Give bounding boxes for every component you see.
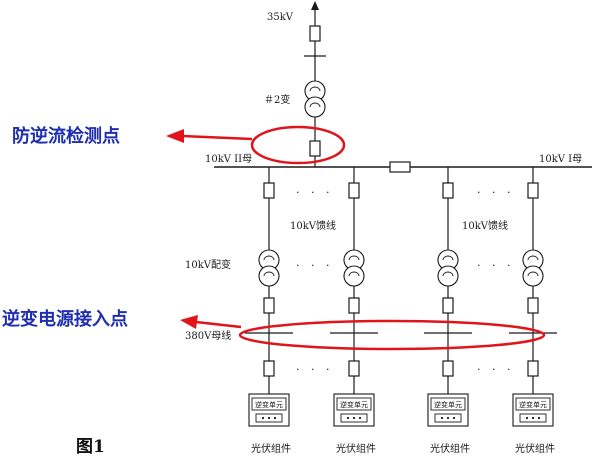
label-feeder-right: 10kV馈线: [462, 219, 508, 232]
label-bus-380v: 380V母线: [185, 329, 231, 342]
fuse-10kv-main: [309, 140, 321, 157]
inverter-fuse: [442, 360, 454, 377]
figure-caption: 图1: [76, 437, 105, 457]
label-dist-transformer: 10kV配变: [185, 258, 231, 271]
inverter-indicator-dot: [531, 416, 535, 420]
label-bus-10kv-ii: 10kV II母: [205, 153, 252, 165]
inverter-unit: 逆变单元: [512, 393, 554, 427]
bus-tie-breaker: [389, 161, 411, 173]
inverter-indicator-dot: [267, 416, 271, 420]
inverter-unit-label: 逆变单元: [519, 400, 547, 409]
ellipsis-left-inverter: · · ·: [296, 363, 333, 376]
ellipsis-right-transformer: · · ·: [477, 259, 514, 272]
ellipsis-right-inverter: · · ·: [477, 363, 514, 376]
feeder-fuse: [263, 182, 275, 199]
label-bus-10kv-i: 10kV I母: [539, 153, 582, 165]
inverter-unit-label: 逆变单元: [340, 400, 368, 409]
inverter-indicator-dot: [525, 416, 529, 420]
arrow-left-icon: [180, 315, 198, 329]
inverter-fuse: [348, 360, 360, 377]
inverter-unit: 逆变单元: [248, 393, 290, 427]
ellipsis-left-feeder: · · ·: [296, 186, 333, 199]
lv-fuse: [263, 297, 275, 314]
inverter-indicator-dot: [261, 416, 265, 420]
lv-fuse: [348, 297, 360, 314]
inverter-indicator-dot: [352, 416, 356, 420]
inverter-fuse: [263, 360, 275, 377]
distribution-transformer-icon: [258, 249, 280, 287]
pv-module-label: 光伏组件: [430, 442, 470, 455]
anti-reverse-highlight-ellipse: [250, 125, 346, 165]
inverter-indicator-dot: [452, 416, 456, 420]
inverter-indicator-dot: [440, 416, 444, 420]
inverter-indicator-dot: [358, 416, 362, 420]
bus-10kv: [214, 161, 592, 173]
pv-module-label: 光伏组件: [336, 442, 376, 455]
label-transformer-2: ＃2变: [264, 93, 290, 106]
feeder-fuse: [527, 182, 539, 199]
inverter-unit-label: 逆变单元: [255, 400, 283, 409]
inverter-indicator-dot: [446, 416, 450, 420]
inverter-unit: 逆变单元: [427, 393, 469, 427]
distribution-transformer-icon: [522, 249, 544, 287]
inverter-indicator-dot: [537, 416, 541, 420]
incoming-35kv-line: [304, 1, 326, 167]
inverter-fuse: [527, 360, 539, 377]
transformer-2-icon: [304, 80, 326, 118]
pv-module-label: 光伏组件: [251, 442, 291, 455]
arrow-up-icon: [311, 1, 319, 10]
callout-anti-reverse-point: 防逆流检测点: [12, 125, 120, 147]
feeder-fuse: [348, 182, 360, 199]
callout-inverter-access-point: 逆变电源接入点: [2, 308, 128, 330]
inverter-unit: 逆变单元: [333, 393, 375, 427]
lv-fuse: [527, 297, 539, 314]
distribution-transformer-icon: [343, 249, 365, 287]
distribution-transformer-icon: [437, 249, 459, 287]
ellipsis-left-transformer: · · ·: [296, 259, 333, 272]
fuse-35kv: [309, 25, 321, 42]
label-35kv: 35kV: [267, 12, 294, 23]
inverter-indicator-dot: [273, 416, 277, 420]
feeder-fuse: [442, 182, 454, 199]
lv-fuse: [442, 297, 454, 314]
label-feeder-left: 10kV馈线: [290, 219, 336, 232]
inverter-unit-label: 逆变单元: [434, 400, 462, 409]
inverter-indicator-dot: [346, 416, 350, 420]
pv-module-label: 光伏组件: [515, 442, 555, 455]
anti-reverse-arrow-line: [181, 134, 253, 141]
ellipsis-right-feeder: · · ·: [477, 186, 514, 199]
inverter-access-highlight-ellipse: [238, 319, 546, 351]
arrow-left-icon: [166, 129, 184, 143]
inverter-access-arrow-line: [195, 320, 242, 329]
